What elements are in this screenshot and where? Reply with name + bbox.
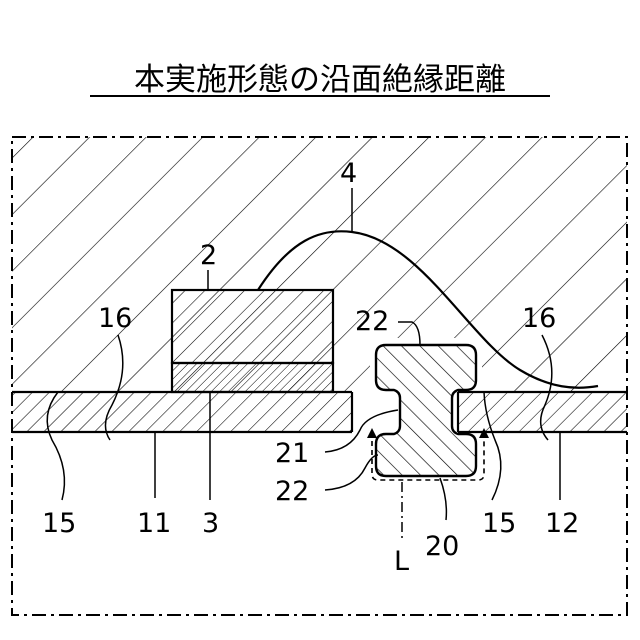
leader-20 [440,478,446,520]
leader-22-bottom [325,455,378,490]
label-15-right: 15 [482,508,516,539]
label-20: 20 [425,531,459,562]
lead-frame-11 [12,392,352,432]
label-22-top: 22 [355,306,389,337]
label-4: 4 [340,158,357,189]
label-22-bottom: 22 [275,476,309,507]
component-2 [172,290,333,363]
label-3: 3 [202,508,219,539]
page-title: 本実施形態の沿面絶縁距離 [134,62,506,98]
label-11: 11 [137,508,171,539]
label-16-left: 16 [98,303,132,334]
label-16-right: 16 [522,303,556,334]
label-21: 21 [275,438,309,469]
label-2: 2 [200,240,217,271]
component-3 [172,363,333,392]
label-L: L [394,546,409,577]
label-12: 12 [545,508,579,539]
label-15-left: 15 [42,508,76,539]
arrow-up-left [367,428,377,438]
